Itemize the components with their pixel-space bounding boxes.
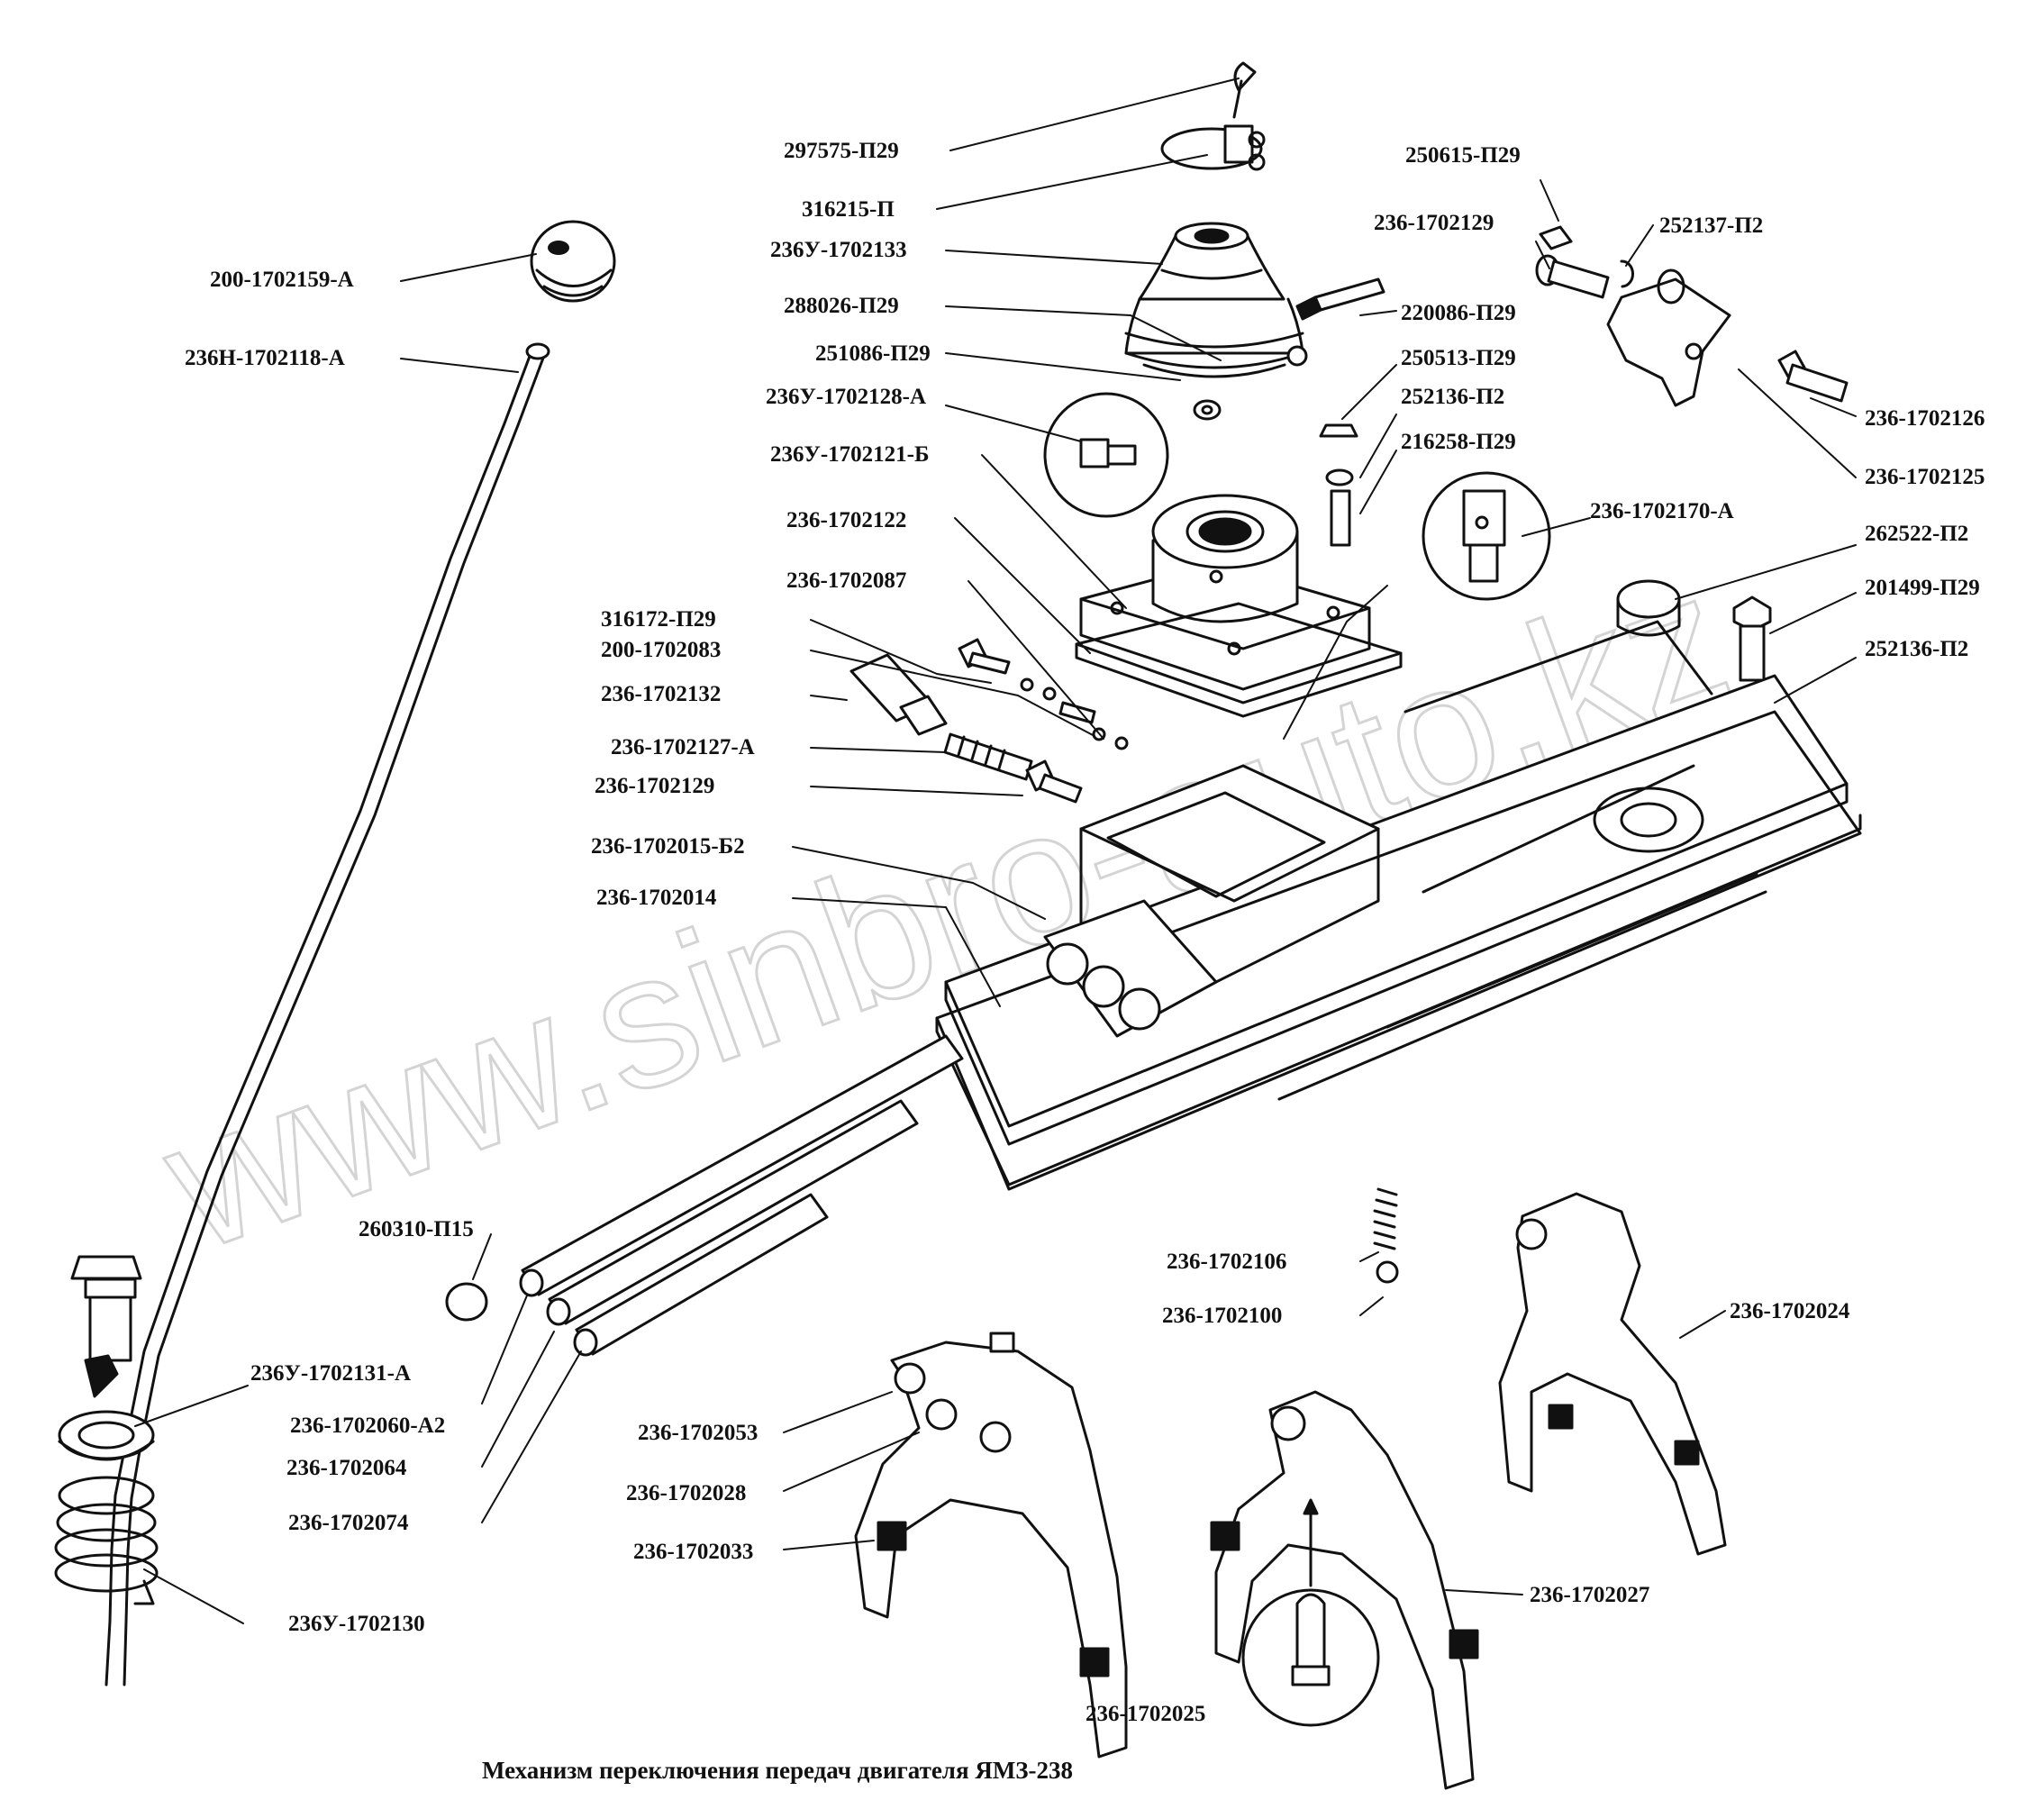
lever-bracket — [1606, 268, 1731, 407]
part-label: 236-1702014 — [596, 886, 717, 910]
cotter-pin — [1232, 61, 1257, 119]
detail-circle-bushing — [1422, 471, 1551, 601]
part-label: 236-1702126 — [1865, 406, 1985, 431]
stud-vertical — [1319, 423, 1358, 547]
spring — [54, 1476, 159, 1605]
part-label: 236-1702074 — [288, 1511, 409, 1535]
part-label: 236-1702028 — [626, 1481, 747, 1505]
part-label: 236У-1702130 — [288, 1612, 425, 1636]
part-label: 236-1702122 — [786, 508, 907, 532]
plug-cylinder — [849, 653, 948, 736]
part-label: 236-1702033 — [633, 1540, 754, 1564]
leader-lines — [134, 77, 1857, 1624]
part-label: 236У-1702133 — [770, 238, 907, 262]
gear-lever — [70, 342, 550, 1686]
part-label: 236-1702024 — [1730, 1299, 1850, 1323]
shift-rod-2 — [546, 1099, 919, 1326]
part-label: 236-1702060-А2 — [290, 1414, 446, 1438]
part-label: 316215-П — [802, 197, 895, 222]
part-label: 252136-П2 — [1865, 637, 1969, 661]
shift-fork-middle — [1210, 1390, 1479, 1790]
lever-knob — [530, 220, 616, 303]
part-label: 236У-1702128-А — [766, 385, 927, 409]
part-label: 236-1702015-Б2 — [591, 834, 745, 859]
shift-fork-left — [854, 1332, 1128, 1759]
part-label: 236-1702053 — [638, 1421, 759, 1445]
part-label: 216258-П29 — [1401, 430, 1516, 454]
part-label: 236-1702127-А — [611, 735, 755, 759]
part-label: 236-1702170-А — [1590, 499, 1734, 523]
part-label: 236-1702025 — [1086, 1702, 1206, 1726]
part-label: 262522-П2 — [1865, 522, 1969, 546]
bolt-rod — [1025, 759, 1083, 804]
washer — [58, 1410, 155, 1461]
part-label: 297575-П29 — [784, 139, 899, 163]
part-label: 250513-П29 — [1401, 346, 1516, 370]
part-label: 236-1702125 — [1865, 465, 1985, 489]
part-label: 236-1702129 — [1374, 211, 1494, 235]
part-label: 236-1702106 — [1167, 1250, 1287, 1274]
part-label: 251086-П29 — [815, 341, 931, 366]
top-cover — [935, 620, 1862, 1191]
bolt-left — [958, 638, 1011, 675]
part-label: 200-1702083 — [601, 638, 722, 662]
part-label: 236-1702100 — [1162, 1304, 1283, 1328]
part-label: 250615-П29 — [1405, 143, 1521, 168]
nut-small — [1193, 399, 1222, 421]
part-label: 236-1702064 — [286, 1456, 407, 1480]
part-label: 252137-П2 — [1659, 214, 1764, 238]
part-label: 220086-П29 — [1401, 301, 1516, 325]
nut-right — [1539, 225, 1573, 250]
part-label: 236-1702132 — [601, 682, 722, 706]
part-label: 236-1702129 — [595, 774, 715, 798]
shift-fork-right — [1498, 1192, 1727, 1556]
bolt-right — [1535, 254, 1610, 299]
detent-spring — [1373, 1187, 1398, 1250]
part-label: 260310-П15 — [359, 1217, 474, 1241]
stud-right — [1777, 350, 1849, 403]
screw-boot — [1295, 277, 1385, 321]
part-label: 201499-П29 — [1865, 576, 1980, 600]
part-label: 236У-1702121-Б — [770, 442, 930, 467]
clamp — [1160, 124, 1266, 171]
detent-ball — [1376, 1260, 1399, 1284]
detail-circle-pin — [1043, 392, 1169, 518]
part-label: 316172-П29 — [601, 607, 716, 632]
part-label: 288026-П29 — [784, 294, 899, 318]
part-label: 252136-П2 — [1401, 385, 1505, 409]
part-label: 236У-1702131-А — [250, 1361, 412, 1386]
shift-rod-3 — [573, 1193, 829, 1357]
part-label: 236Н-1702118-А — [185, 346, 345, 370]
plug-disc — [445, 1282, 488, 1322]
rubber-boot — [1124, 222, 1308, 378]
cover-gasket — [1075, 602, 1403, 718]
diagram-caption: Механизм переключения передач двигателя … — [482, 1757, 1074, 1784]
small-balls — [1020, 677, 1129, 750]
cover-housing — [1079, 494, 1371, 691]
spring-small — [943, 732, 1033, 781]
part-label: 236-1702027 — [1530, 1583, 1650, 1607]
detail-circle-screw — [1241, 1498, 1380, 1727]
plug-right — [1616, 579, 1681, 637]
part-label: 200-1702159-А — [210, 268, 354, 292]
part-label: 236-1702087 — [786, 568, 907, 593]
lock-washer — [1620, 259, 1634, 288]
shift-rod-1 — [519, 1034, 964, 1297]
